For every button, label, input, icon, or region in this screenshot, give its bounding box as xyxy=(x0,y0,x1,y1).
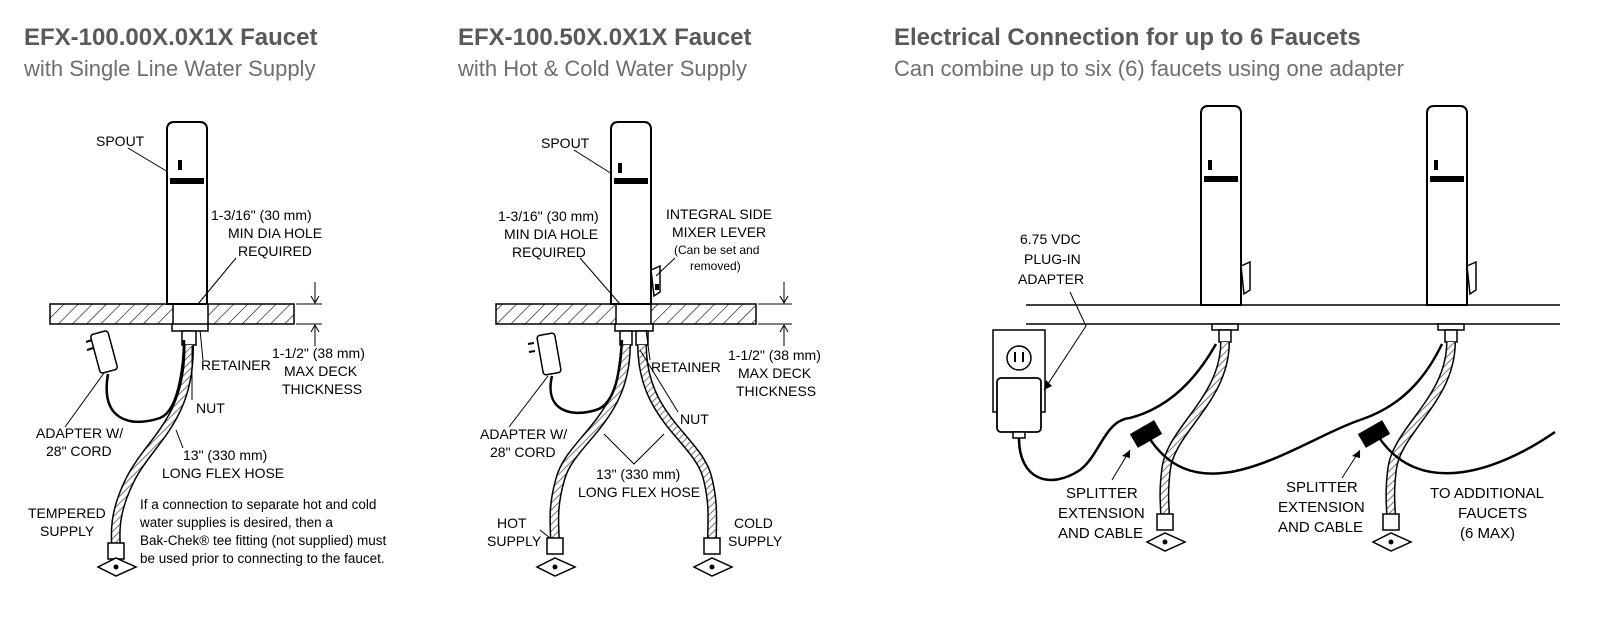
label-hose-2: LONG FLEX HOSE xyxy=(162,465,284,481)
label-mixer-4: removed) xyxy=(690,259,741,273)
label-hole-1: 1-3/16" (30 mm) xyxy=(498,208,599,224)
counter-deck-left xyxy=(495,303,617,325)
label-deck-3: THICKNESS xyxy=(736,383,816,399)
adapter-cord xyxy=(105,339,186,424)
label-deck-3: THICKNESS xyxy=(282,381,362,397)
electrical-connection-diagram: 6.75 VDC PLUG-IN ADAPTER SPLITTER EXTENS… xyxy=(992,105,1560,552)
label-deck-2: MAX DECK xyxy=(738,365,812,381)
counter-deck-right xyxy=(207,303,295,325)
label-cold-1: COLD xyxy=(734,515,773,531)
label-spout: SPOUT xyxy=(541,135,590,151)
label-splitter-2b: EXTENSION xyxy=(1278,499,1365,516)
note-line: be used prior to connecting to the fauce… xyxy=(140,551,385,566)
label-adapter-1: ADAPTER W/ xyxy=(480,426,567,442)
note-line: If a connection to separate hot and cold xyxy=(140,497,377,512)
label-deck-1: 1-1/2" (38 mm) xyxy=(272,345,365,361)
panel-3-subtitle: Can combine up to six (6) faucets using … xyxy=(894,56,1404,81)
spout-outlet xyxy=(170,178,204,184)
side-mixer-lever xyxy=(650,264,661,298)
extension-cable-1 xyxy=(1129,343,1218,420)
label-deck-2: MAX DECK xyxy=(284,363,358,379)
label-hose-1: 13" (330 mm) xyxy=(596,466,680,482)
hot-cold-faucet-diagram: SPOUT 1-3/16" (30 mm) MIN DIA HOLE REQUI… xyxy=(480,121,821,577)
label-hose-2: LONG FLEX HOSE xyxy=(578,484,700,500)
label-additional-1: TO ADDITIONAL xyxy=(1430,485,1544,502)
label-mixer-3: (Can be set and xyxy=(674,243,759,257)
label-retainer: RETAINER xyxy=(651,359,721,375)
label-plugin-3: ADAPTER xyxy=(1018,271,1084,287)
label-hose-1: 13" (330 mm) xyxy=(183,447,267,463)
splitter-1 xyxy=(1129,420,1163,448)
bak-chek-note: If a connection to separate hot and cold… xyxy=(140,496,386,568)
label-nut: NUT xyxy=(680,411,709,427)
faucet-spout xyxy=(166,121,208,305)
label-plugin-1: 6.75 VDC xyxy=(1020,231,1081,247)
splitter-2 xyxy=(1357,420,1391,448)
label-additional-2: FAUCETS xyxy=(1458,505,1527,522)
faucet-1-hose xyxy=(1159,341,1230,516)
splitter-cable-1 xyxy=(1146,418,1361,475)
single-line-faucet-diagram: SPOUT 1-3/16" (30 mm) MIN DIA HOLE REQUI… xyxy=(28,121,365,577)
label-hot-2: SUPPLY xyxy=(487,533,542,549)
label-hole-3: REQUIRED xyxy=(512,244,586,260)
label-nut: NUT xyxy=(196,400,225,416)
label-plugin-2: PLUG-IN xyxy=(1024,251,1081,267)
label-adapter-2: 28" CORD xyxy=(490,444,556,460)
panel-1-subtitle: with Single Line Water Supply xyxy=(24,56,316,81)
panel-2-title: EFX-100.50X.0X1X Faucet xyxy=(458,24,752,51)
faucet-spout xyxy=(610,121,652,305)
power-adapter xyxy=(85,330,118,374)
label-mixer-2: MIXER LEVER xyxy=(672,224,766,240)
note-line: water supplies is desired, then a xyxy=(140,515,333,530)
panel-3-title: Electrical Connection for up to 6 Faucet… xyxy=(894,24,1361,51)
label-cold-2: SUPPLY xyxy=(728,533,783,549)
label-hole-2: MIN DIA HOLE xyxy=(504,226,598,242)
panel-1-title: EFX-100.00X.0X1X Faucet xyxy=(24,24,318,51)
label-deck-1: 1-1/2" (38 mm) xyxy=(728,347,821,363)
faucet-2-spout xyxy=(1426,105,1468,306)
adapter-cord xyxy=(549,339,624,415)
label-spout: SPOUT xyxy=(96,133,145,149)
label-splitter-1a: SPLITTER xyxy=(1066,485,1138,502)
label-retainer: RETAINER xyxy=(201,357,271,373)
label-adapter-2: 28" CORD xyxy=(46,443,112,459)
plug-in-adapter xyxy=(996,377,1042,433)
hot-flex-hose xyxy=(549,344,631,541)
retainer-plate xyxy=(171,323,209,332)
label-tempered-1: TEMPERED xyxy=(28,505,106,521)
label-splitter-1c: AND CABLE xyxy=(1058,525,1143,542)
counter-deck-right xyxy=(650,303,757,325)
label-hole-3: REQUIRED xyxy=(238,243,312,259)
faucet-1-spout xyxy=(1200,105,1242,306)
label-mixer-1: INTEGRAL SIDE xyxy=(666,206,772,222)
counter-deck-left xyxy=(49,303,174,325)
extension-cable-2 xyxy=(1359,343,1444,422)
label-hole-2: MIN DIA HOLE xyxy=(228,225,322,241)
label-tempered-2: SUPPLY xyxy=(40,523,95,539)
label-hole-1: 1-3/16" (30 mm) xyxy=(211,207,312,223)
panel-2-subtitle: with Hot & Cold Water Supply xyxy=(458,56,747,81)
cable-to-additional xyxy=(1376,430,1556,475)
label-adapter-1: ADAPTER W/ xyxy=(36,425,123,441)
label-splitter-1b: EXTENSION xyxy=(1058,505,1145,522)
note-line: Bak-Chek® tee fitting (not supplied) mus… xyxy=(140,533,387,548)
label-additional-3: (6 MAX) xyxy=(1460,525,1515,542)
label-splitter-2c: AND CABLE xyxy=(1278,519,1363,536)
adapter-cable xyxy=(1017,416,1131,482)
power-adapter xyxy=(527,332,562,376)
label-splitter-2a: SPLITTER xyxy=(1286,479,1358,496)
label-hot-1: HOT xyxy=(497,515,527,531)
